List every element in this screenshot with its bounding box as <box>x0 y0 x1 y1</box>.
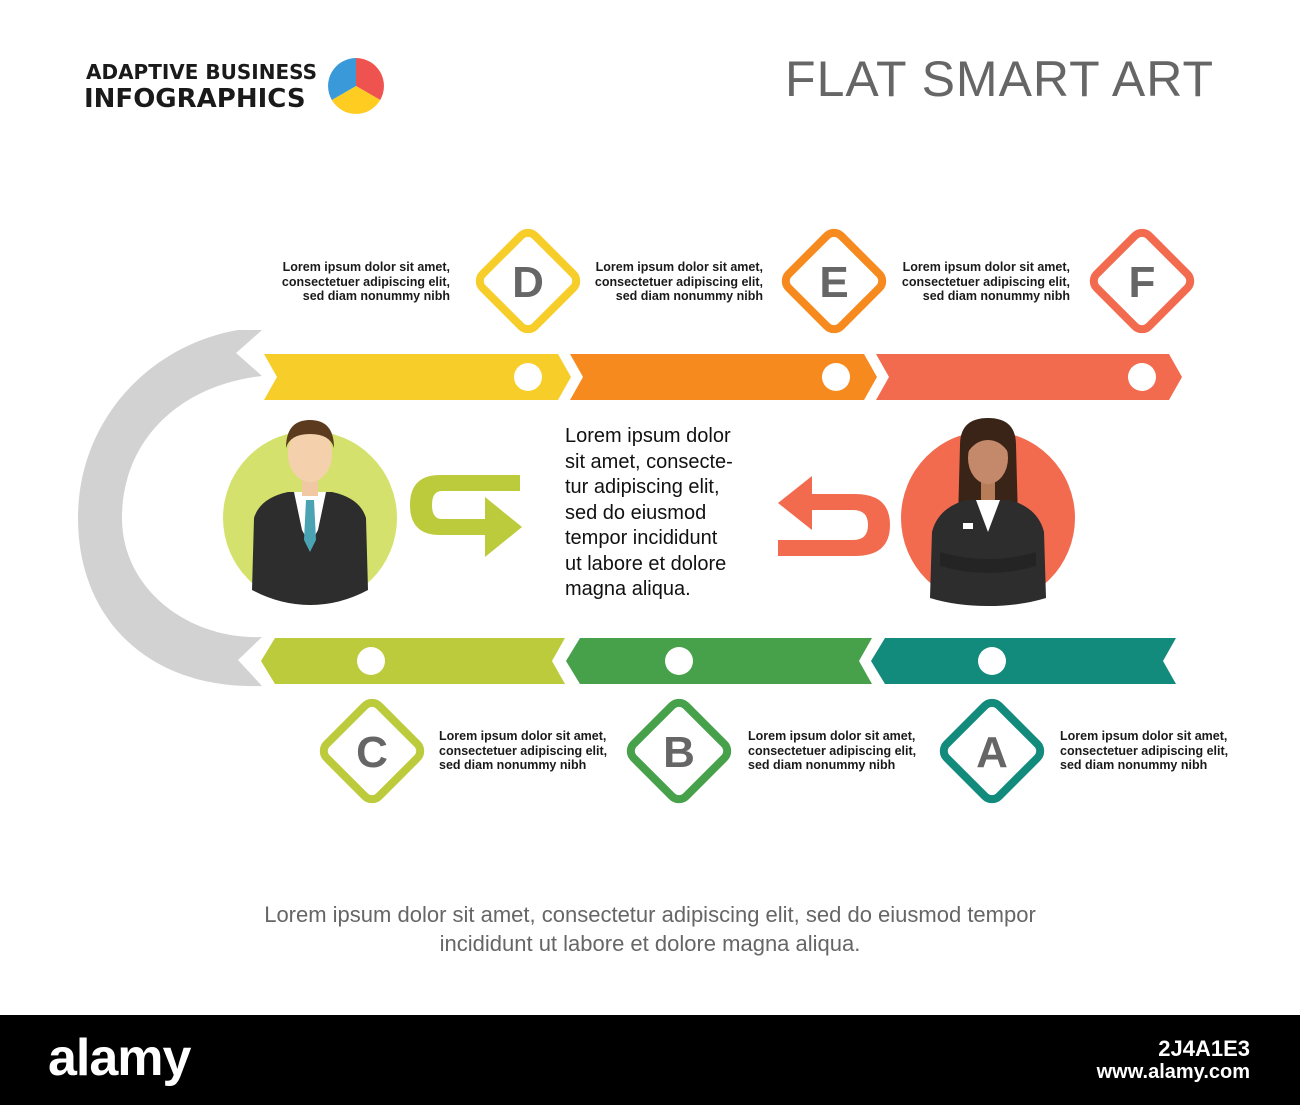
diamond-c <box>319 698 425 804</box>
diamond-a <box>939 698 1045 804</box>
process-diagram: D E F C B A <box>78 228 1195 804</box>
center-description: Lorem ipsum dolor sit amet, consecte- tu… <box>565 425 733 600</box>
pie-logo-icon <box>328 58 384 114</box>
u-turn-arrow-left-icon <box>778 476 890 556</box>
diamond-d <box>475 228 581 334</box>
diamond-b <box>626 698 732 804</box>
page-title: FLAT SMART ART <box>785 51 1214 107</box>
watermark-bar <box>0 1015 1300 1105</box>
loop-arc <box>78 330 262 687</box>
step-c-description: Lorem ipsum dolor sit amet, consectetuer… <box>439 729 608 772</box>
watermark-url: www.alamy.com <box>1096 1061 1250 1083</box>
letter-a: A <box>976 728 1008 777</box>
brand-line-2: INFOGRAPHICS <box>84 84 306 114</box>
letter-f: F <box>1129 258 1156 307</box>
step-e-description: Lorem ipsum dolor sit amet, consectetuer… <box>594 260 763 303</box>
arrow-segment-b <box>566 638 872 684</box>
step-a-description: Lorem ipsum dolor sit amet, consectetuer… <box>1060 729 1229 772</box>
brand-line-1: ADAPTIVE BUSINESS <box>86 60 318 84</box>
woman-avatar <box>901 418 1075 606</box>
arrow-segment-e <box>570 354 877 400</box>
diamond-e <box>781 228 887 334</box>
step-f-description: Lorem ipsum dolor sit amet, consectetuer… <box>901 260 1070 303</box>
arrow-segment-c <box>261 638 565 684</box>
node-dot-b <box>665 647 693 675</box>
man-avatar <box>223 420 397 605</box>
step-d-description: Lorem ipsum dolor sit amet, consectetuer… <box>281 260 450 303</box>
watermark-logo: alamy <box>48 1029 191 1087</box>
letter-b: B <box>663 728 695 777</box>
footer-description: Lorem ipsum dolor sit amet, consectetur … <box>264 902 1036 956</box>
arrow-segment-a <box>871 638 1176 684</box>
node-dot-d <box>514 363 542 391</box>
watermark-image-id: 2J4A1E3 <box>1158 1036 1250 1061</box>
diamond-f <box>1089 228 1195 334</box>
letter-d: D <box>512 258 544 307</box>
letter-c: C <box>356 728 388 777</box>
u-turn-arrow-right-icon <box>410 475 522 557</box>
arrow-segment-d <box>264 354 571 400</box>
letter-e: E <box>819 258 848 307</box>
arrow-segment-f <box>876 354 1182 400</box>
step-b-description: Lorem ipsum dolor sit amet, consectetuer… <box>748 729 917 772</box>
node-dot-e <box>822 363 850 391</box>
node-dot-c <box>357 647 385 675</box>
node-dot-f <box>1128 363 1156 391</box>
node-dot-a <box>978 647 1006 675</box>
